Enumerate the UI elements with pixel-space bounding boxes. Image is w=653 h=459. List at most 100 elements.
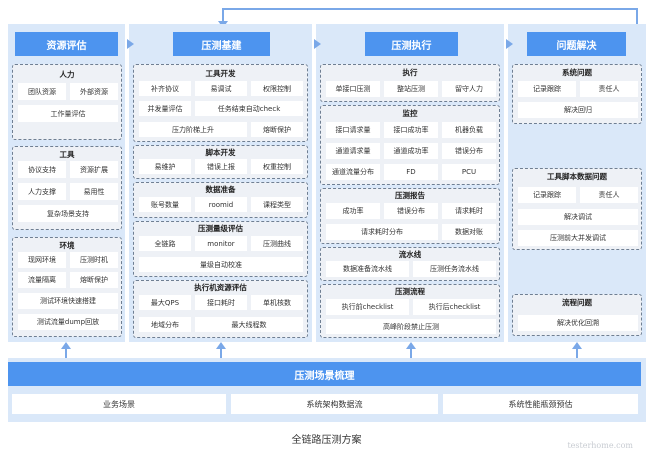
tooldev-item: 熔断保护 xyxy=(251,122,303,137)
flow-arrow-2 xyxy=(314,39,321,49)
tooldev-item: 任务结束自动check xyxy=(195,101,303,116)
feedback-line-up xyxy=(636,8,638,36)
levels-title: 压测量级评估 xyxy=(198,224,243,233)
process-issue-group: 流程问题 解决优化回溯 xyxy=(512,294,642,336)
tools-item: 资源扩展 xyxy=(70,161,118,178)
up-arrow-2 xyxy=(216,342,226,349)
tooldev-group: 工具开发 补齐协议 易调试 权限控制 并发量评估 任务结束自动check 压力阶… xyxy=(133,64,308,142)
monitor-item: 通道请求量 xyxy=(326,143,380,159)
watermark: testerhome.com xyxy=(567,441,633,450)
dataprep-item: 账号数量 xyxy=(139,197,191,212)
scriptdev-item: 权重控制 xyxy=(251,159,303,174)
feedback-line-top xyxy=(222,8,638,10)
scenario-item: 系统性能瓶颈预估 xyxy=(443,394,638,414)
manpower-title: 人力 xyxy=(59,70,75,79)
manpower-item: 外部资源 xyxy=(70,83,118,100)
machine-item: 最大QPS xyxy=(139,295,191,310)
scriptdev-item: 错误上报 xyxy=(195,159,247,174)
report-item: 错误分布 xyxy=(384,203,438,219)
system-issue-item: 责任人 xyxy=(580,81,638,97)
up-arrow-4 xyxy=(572,342,582,349)
figure-caption: 全链路压测方案 xyxy=(291,435,362,446)
feedback-line-down xyxy=(222,8,224,22)
tools-item: 人力支撑 xyxy=(18,183,66,200)
flow-group: 压测流程 执行前checklist 执行后checklist 高峰阶段禁止压测 xyxy=(320,284,500,338)
env-item: 流量隔离 xyxy=(18,272,66,288)
dataprep-title: 数据准备 xyxy=(205,185,236,194)
resource-header: 资源评估 xyxy=(15,32,118,56)
run-item: 整站压测 xyxy=(384,81,438,97)
tooldev-item: 并发量评估 xyxy=(139,101,191,116)
up-connector-4 xyxy=(576,348,578,358)
pipeline-group: 流水线 数据准备流水线 压测任务流水线 xyxy=(320,247,500,281)
build-header: 压测基建 xyxy=(173,32,270,56)
dataprep-group: 数据准备 账号数量 roomid 课程类型 xyxy=(133,182,308,218)
scriptdev-item: 易维护 xyxy=(139,159,191,174)
scenario-title: 压测场景梳理 xyxy=(8,362,641,386)
report-title: 压测报告 xyxy=(395,191,425,200)
monitor-item: 接口请求量 xyxy=(326,122,380,138)
manpower-item: 工作量评估 xyxy=(18,105,118,122)
report-item: 数据对账 xyxy=(442,224,496,240)
tools-item: 协议支持 xyxy=(18,161,66,178)
tooldev-item: 易调试 xyxy=(195,81,247,96)
monitor-item: FD xyxy=(384,164,438,180)
env-item: 测试流量dump回放 xyxy=(18,314,118,330)
report-group: 压测报告 成功率 错误分布 请求耗时 请求耗时分布 数据对账 xyxy=(320,188,500,244)
env-item: 测试环境快速搭建 xyxy=(18,293,118,309)
flow-item: 执行后checklist xyxy=(413,299,496,315)
report-item: 请求耗时分布 xyxy=(326,224,438,240)
tools-group: 工具 协议支持 资源扩展 人力支撑 易用性 复杂场景支持 xyxy=(12,146,122,230)
dataprep-item: roomid xyxy=(195,197,247,212)
monitor-item: 接口成功率 xyxy=(384,122,438,138)
monitor-group: 监控 接口请求量 接口成功率 机器负载 通道请求量 通道成功率 错误分布 通道流… xyxy=(320,105,500,185)
up-connector-3 xyxy=(410,348,412,358)
process-issue-title: 流程问题 xyxy=(562,298,592,307)
toolscript-issue-item: 压测前大并发调试 xyxy=(518,230,638,246)
run-group: 执行 单接口压测 整站压测 留守人力 xyxy=(320,64,500,102)
machine-group: 执行机资源评估 最大QPS 接口耗时 单机核数 地域分布 最大线程数 xyxy=(133,280,308,338)
levels-item: monitor xyxy=(195,236,247,251)
manpower-item: 团队资源 xyxy=(18,83,66,100)
machine-item: 最大线程数 xyxy=(195,317,303,332)
env-item: 压测时机 xyxy=(70,252,118,268)
monitor-item: PCU xyxy=(442,164,496,180)
env-item: 熔断保护 xyxy=(70,272,118,288)
toolscript-issue-title: 工具脚本数据问题 xyxy=(547,172,607,181)
machine-item: 地域分布 xyxy=(139,317,191,332)
env-item: 现网环境 xyxy=(18,252,66,268)
monitor-item: 错误分布 xyxy=(442,143,496,159)
env-title: 环境 xyxy=(59,241,75,250)
system-issue-item: 解决回归 xyxy=(518,102,638,118)
up-arrow-3 xyxy=(406,342,416,349)
tools-item: 复杂场景支持 xyxy=(18,205,118,222)
monitor-item: 通道成功率 xyxy=(384,143,438,159)
machine-title: 执行机资源评估 xyxy=(194,283,247,292)
flow-title: 压测流程 xyxy=(395,287,425,296)
machine-item: 单机核数 xyxy=(251,295,303,310)
machine-item: 接口耗时 xyxy=(195,295,247,310)
pipeline-item: 压测任务流水线 xyxy=(413,261,496,277)
pipeline-title: 流水线 xyxy=(398,250,422,259)
scriptdev-group: 脚本开发 易维护 错误上报 权重控制 xyxy=(133,145,308,179)
exec-header: 压测执行 xyxy=(365,32,458,56)
levels-item: 压测曲线 xyxy=(251,236,303,251)
levels-group: 压测量级评估 全链路 monitor 压测曲线 量级自动校准 xyxy=(133,221,308,277)
system-issue-item: 记录跟踪 xyxy=(518,81,576,97)
run-title: 执行 xyxy=(402,68,418,77)
system-issue-title: 系统问题 xyxy=(562,68,592,77)
dataprep-item: 课程类型 xyxy=(251,197,303,212)
flow-arrow-1 xyxy=(127,39,134,49)
up-connector-1 xyxy=(65,348,67,358)
process-issue-item: 解决优化回溯 xyxy=(518,315,638,331)
monitor-item: 机器负载 xyxy=(442,122,496,138)
levels-item: 量级自动校准 xyxy=(139,257,303,272)
tools-item: 易用性 xyxy=(70,183,118,200)
tooldev-item: 补齐协议 xyxy=(139,81,191,96)
monitor-title: 监控 xyxy=(402,109,418,118)
tooldev-item: 权限控制 xyxy=(251,81,303,96)
toolscript-issue-item: 记录跟踪 xyxy=(518,187,576,203)
system-issue-group: 系统问题 记录跟踪 责任人 解决回归 xyxy=(512,64,642,124)
flow-item: 执行前checklist xyxy=(326,299,409,315)
scenario-item: 系统架构数据流 xyxy=(231,394,438,414)
